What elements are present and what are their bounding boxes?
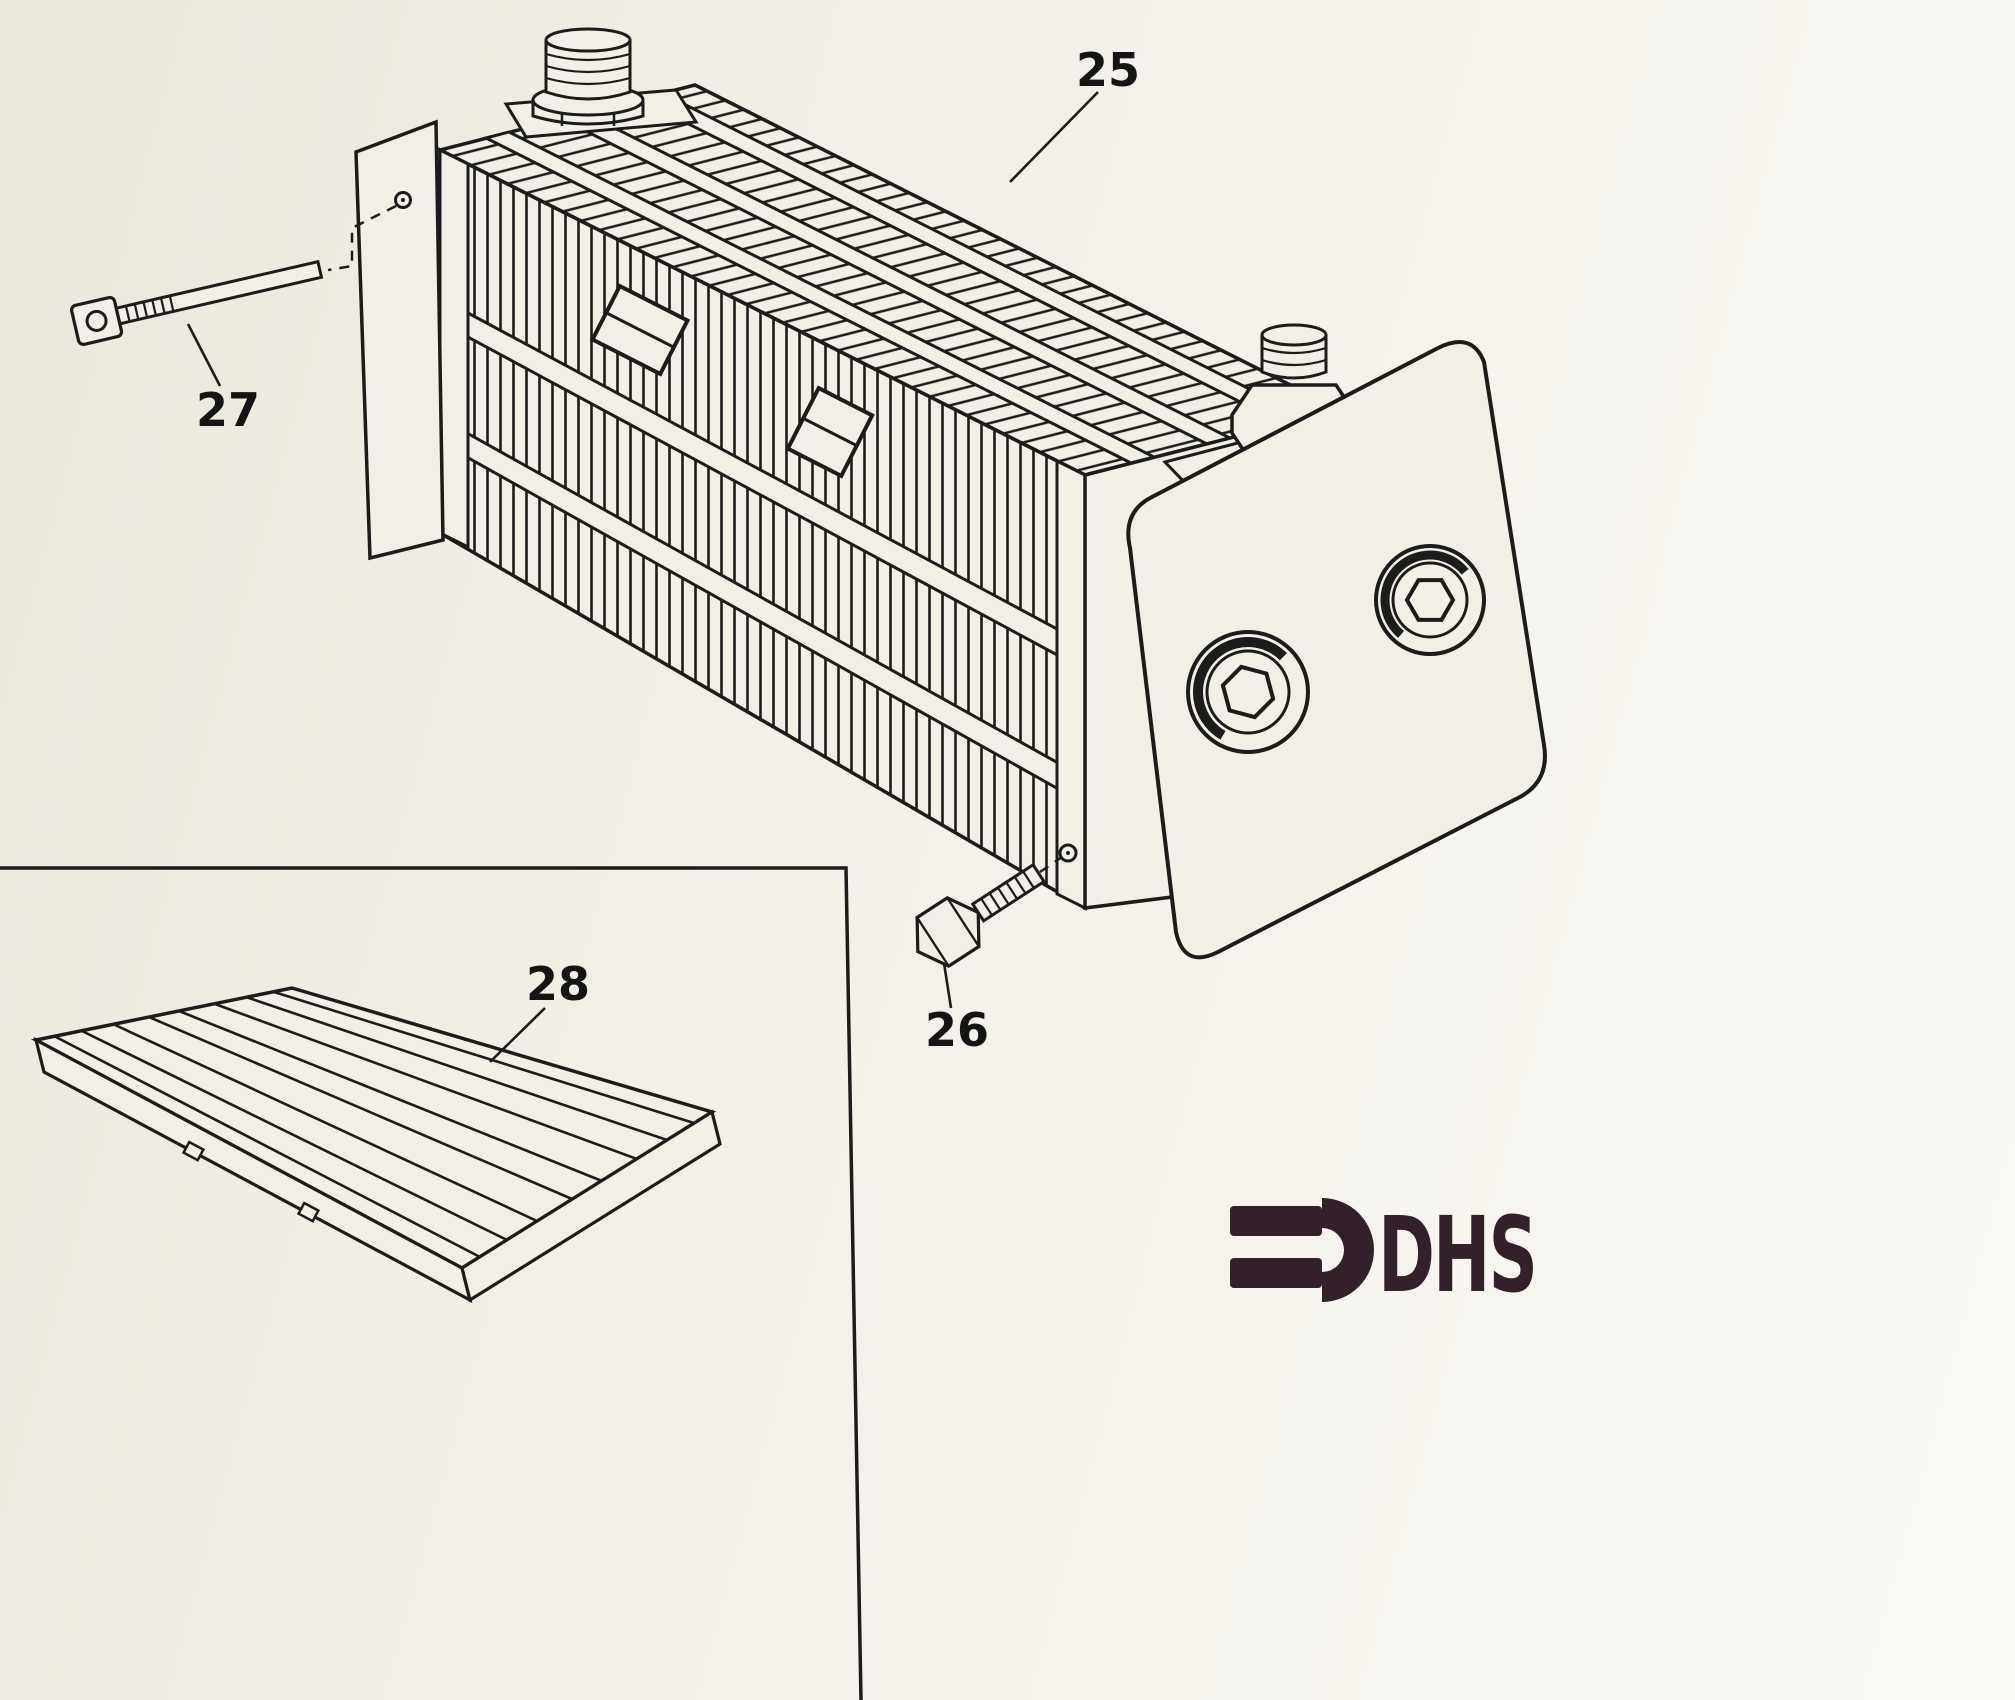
baffle-ribs <box>53 990 695 1259</box>
mounting-bracket-lower <box>785 385 875 479</box>
hex-plug-upper <box>1374 544 1486 656</box>
mounting-bracket-upper <box>589 283 691 377</box>
right-end-block <box>1126 340 1547 960</box>
inset-detail-box <box>0 866 863 1700</box>
screw-26-threads <box>980 870 1035 916</box>
left-header-plate <box>354 119 445 561</box>
hex-plug-lower <box>1186 630 1310 754</box>
callout-leader-27 <box>186 323 222 387</box>
dhs-logo-text: DHS <box>1378 1194 1536 1316</box>
baffle-plate-item-28 <box>30 986 722 1304</box>
heat-exchanger-front-fins <box>438 147 1087 912</box>
pipe-fitting-left <box>503 27 699 139</box>
dhs-logo-bar-top <box>1230 1206 1322 1236</box>
dhs-logo-crescent <box>1322 1198 1374 1302</box>
dhs-logo: DHS <box>1230 1194 1539 1316</box>
dhs-logo-bar-bottom <box>1230 1258 1322 1288</box>
heat-exchanger-item-25 <box>354 27 1547 960</box>
baffle-notch-2 <box>296 1201 321 1223</box>
screw-item-26 <box>915 843 1078 968</box>
assembly-axis-27 <box>327 204 397 272</box>
callout-leader-25 <box>1009 91 1099 183</box>
callout-label-27: 27 <box>196 383 260 437</box>
heat-exchanger-top-fins <box>435 83 1345 477</box>
callout-label-28: 28 <box>526 957 590 1011</box>
assembly-axis-26 <box>1039 855 1063 874</box>
callout-leader-28 <box>489 1007 546 1063</box>
bolt-27-threads <box>124 295 175 322</box>
bolt-item-27 <box>70 204 397 346</box>
baffle-notch-1 <box>181 1140 206 1162</box>
callout-leader-26 <box>942 962 953 1009</box>
callouts: 25 27 26 28 <box>186 43 1140 1063</box>
inset-box-border <box>0 866 863 1700</box>
callout-label-25: 25 <box>1076 43 1140 97</box>
callout-label-26: 26 <box>925 1003 989 1057</box>
